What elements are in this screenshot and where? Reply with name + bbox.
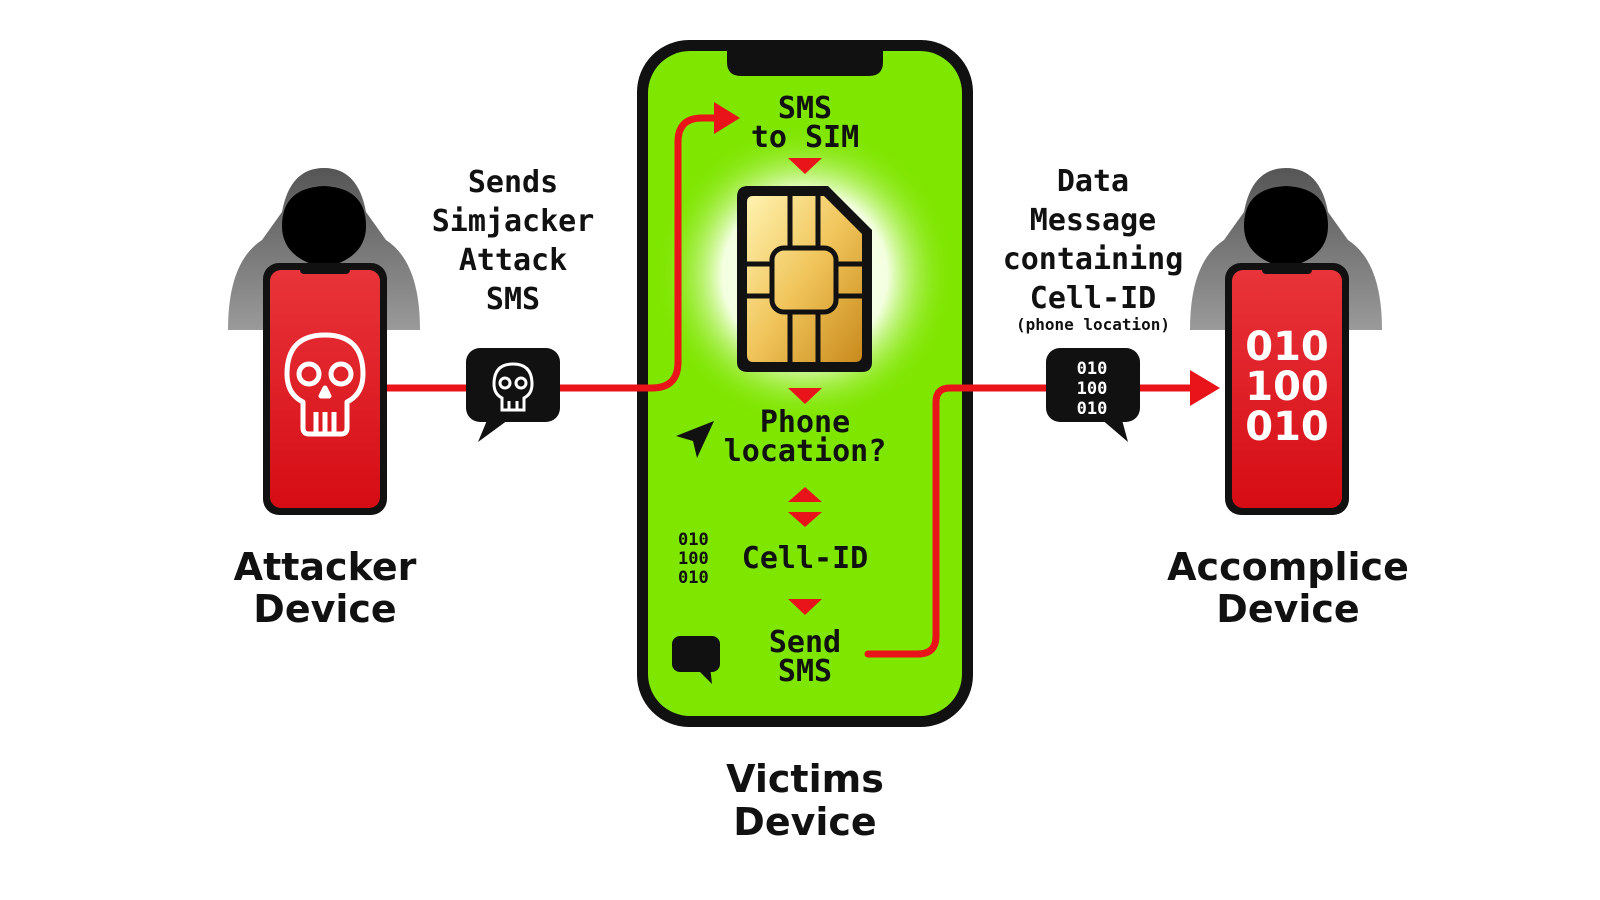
attacker-message-line: Attack (459, 243, 567, 278)
arrow-to-accomplice (1190, 370, 1220, 406)
attacker-message-line: Simjacker (432, 204, 595, 239)
victim-label-line: Device (733, 800, 876, 844)
bubble-binary-line: 100 (1077, 379, 1108, 399)
step-phone-location: location? (724, 434, 887, 469)
victim-label-line: Victims (726, 757, 884, 801)
accomplice-label: Accomplice Device (1167, 545, 1409, 631)
screen-binary-line: 100 (1245, 364, 1329, 410)
screen-binary-line: 010 (1245, 404, 1329, 450)
attack-sms-bubble (466, 348, 560, 442)
binary-line: 010 (678, 530, 709, 550)
accomplice-message-line: containing (1003, 242, 1184, 277)
step-cell-id: Cell-ID (742, 541, 868, 576)
binary-icon: 010 100 010 (1245, 324, 1329, 450)
binary-icon: 010 100 010 (678, 530, 709, 588)
attacker-message: Sends Simjacker Attack SMS (432, 165, 595, 317)
accomplice-message-note: (phone location) (1016, 315, 1170, 334)
victim-phone (637, 40, 973, 727)
down-arrow-icon (788, 512, 822, 527)
attacker-label: Attacker Device (234, 545, 417, 631)
down-arrow-icon (788, 388, 822, 404)
step-send-sms: SMS (778, 654, 832, 689)
attacker-label-line: Device (253, 587, 396, 631)
phone-notch (727, 51, 883, 76)
accomplice-label-line: Device (1216, 587, 1359, 631)
step-sms-to-sim: SMS (778, 91, 832, 126)
attack-flow-path (381, 114, 1204, 658)
accomplice-phone (1225, 263, 1349, 515)
attacker-message-line: Sends (468, 165, 558, 200)
step-phone-location: Phone (760, 405, 850, 440)
speech-bubble-icon (672, 636, 720, 684)
bubble-binary-line: 010 (1077, 399, 1108, 419)
step-arrows (788, 158, 822, 615)
sim-card-icon (737, 186, 872, 372)
skull-icon (492, 362, 534, 412)
binary-line: 010 (678, 568, 709, 588)
skull-icon (284, 332, 366, 437)
screen-binary-line: 010 (1245, 324, 1329, 370)
step-sms-to-sim: to SIM (751, 120, 859, 155)
victim-label: Victims Device (726, 757, 884, 844)
attacker-message-line: SMS (486, 282, 540, 317)
accomplice-figure: 010 100 010 (1190, 168, 1382, 515)
up-arrow-icon (788, 487, 822, 502)
data-message-bubble: 010 100 010 (1046, 348, 1140, 442)
victim-steps: SMS to SIM Phone location? Cell-ID Send … (724, 91, 887, 689)
attacker-label-line: Attacker (234, 545, 417, 589)
accomplice-label-line: Accomplice (1167, 545, 1409, 589)
accomplice-message: Data Message containing Cell-ID (phone l… (1003, 164, 1184, 334)
step-send-sms: Send (769, 625, 841, 660)
navigation-arrow-icon (676, 421, 714, 458)
accomplice-message-line: Cell-ID (1030, 281, 1156, 316)
accomplice-message-line: Data (1057, 164, 1129, 199)
down-arrow-icon (788, 599, 822, 615)
accomplice-message-line: Message (1030, 203, 1156, 238)
binary-line: 100 (678, 549, 709, 569)
down-arrow-icon (788, 158, 822, 174)
bubble-binary-line: 010 (1077, 359, 1108, 379)
attacker-figure (228, 168, 420, 515)
arrow-to-sim (714, 102, 740, 134)
